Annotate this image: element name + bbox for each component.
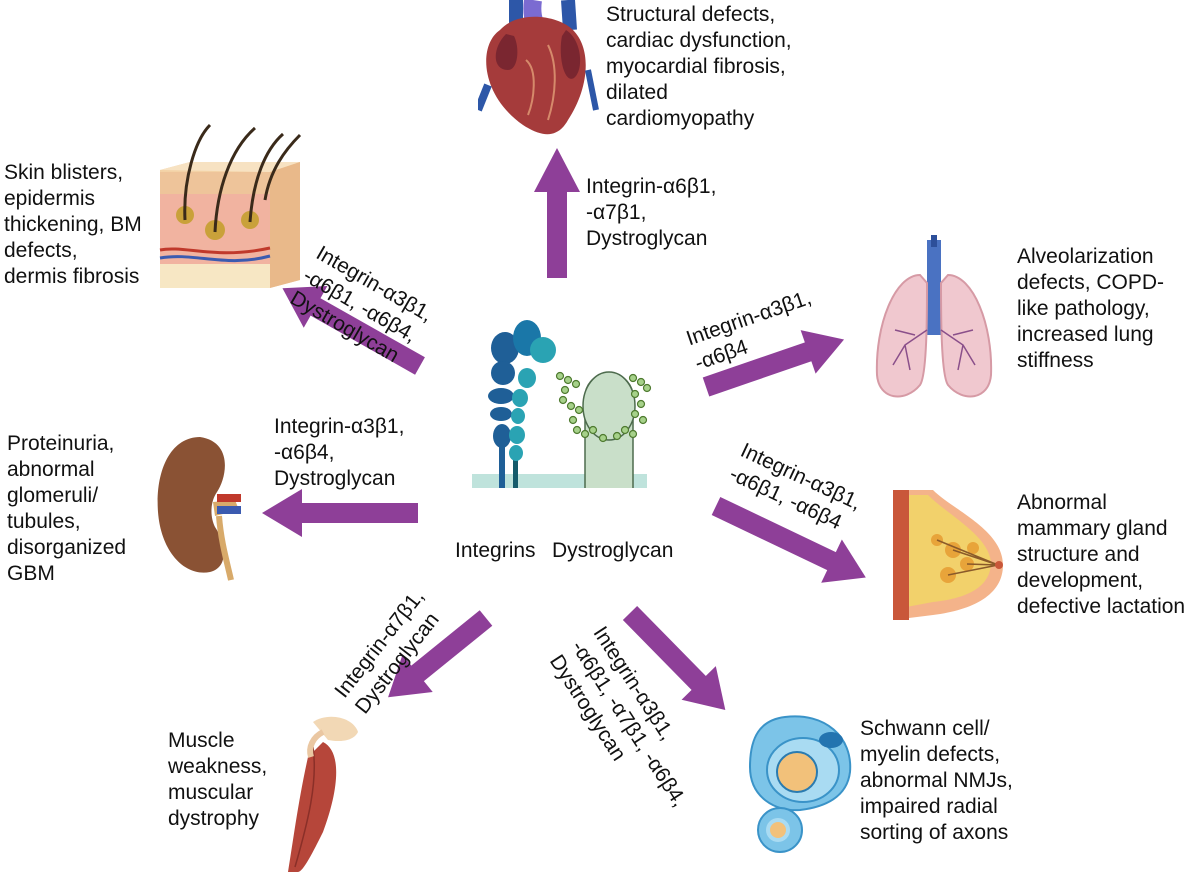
nerve-phenotype: Schwann cell/ myelin defects, abnormal N…: [860, 717, 1013, 844]
schwann-cell-icon: [748, 715, 852, 853]
arrow-to-heart: [534, 148, 580, 278]
skin-phenotype: Skin blisters, epidermis thickening, BM …: [4, 161, 142, 288]
heart-icon: [478, 0, 599, 135]
heart-phenotype: Structural defects, cardiac dysfunction,…: [606, 3, 792, 130]
muscle-icon: [288, 716, 358, 872]
arrow-to-muscle: [388, 610, 493, 698]
receptor-illustration: [472, 320, 652, 488]
heart-receptors: Integrin-α6β1, -α7β1, Dystroglycan: [586, 175, 717, 250]
kidney-phenotype: Proteinuria, abnormal glomeruli/ tubules…: [7, 432, 127, 585]
arrow-to-breast: [711, 496, 866, 583]
kidney-receptors: Integrin-α3β1, -α6β4, Dystroglycan: [274, 415, 405, 490]
arrow-to-skin: [282, 286, 425, 375]
arrow-to-lung: [702, 330, 845, 397]
integrin-receptor: [488, 320, 556, 488]
breast-phenotype: Abnormal mammary gland structure and dev…: [1017, 491, 1186, 618]
lung-icon: [875, 235, 993, 398]
integrins-label: Integrins: [455, 539, 536, 562]
arrow-to-kidney: [262, 489, 418, 537]
lung-phenotype: Alveolarization defects, COPD- like path…: [1017, 245, 1165, 372]
mammary-gland-icon: [893, 490, 1003, 620]
skin-icon: [159, 123, 302, 288]
cell-membrane: [472, 474, 647, 488]
dystroglycan-label: Dystroglycan: [552, 539, 674, 562]
muscle-phenotype: Muscle weakness, muscular dystrophy: [168, 729, 268, 830]
kidney-icon: [157, 437, 241, 581]
arrow-to-nerve: [622, 605, 726, 711]
dystroglycan-receptor: [555, 371, 652, 488]
